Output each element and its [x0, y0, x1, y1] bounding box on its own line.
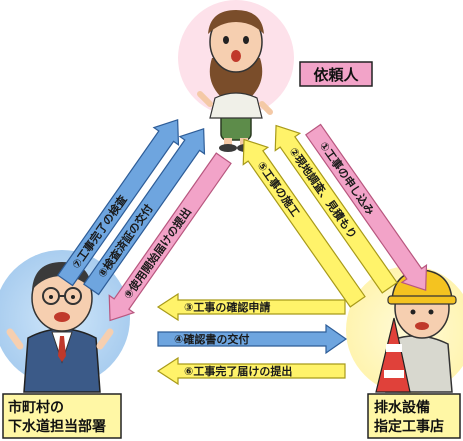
- arrow-bottom-bottom-text: ⑥工事完了届けの提出: [184, 364, 292, 378]
- contractor-label-box: 排水設備 指定工事店: [367, 393, 461, 439]
- arrow-bottom-bottom: ⑥工事完了届けの提出: [156, 356, 346, 386]
- client-label-box: 依頼人: [299, 61, 373, 87]
- officer-figure: [6, 262, 114, 393]
- arrow-bottom-top-text: ③工事の確認申請: [184, 300, 270, 314]
- municipality-label-box: 市町村の 下水道担当部署: [2, 393, 122, 439]
- arrow-bottom-middle-text: ④確認書の交付: [174, 332, 249, 346]
- contractor-label-line2: 指定工事店: [374, 418, 444, 435]
- client-figure: [197, 10, 273, 152]
- contractor-label-line1: 排水設備: [374, 399, 430, 416]
- municipality-label-line2: 下水道担当部署: [8, 418, 106, 435]
- arrow-bottom-middle: ④確認書の交付: [157, 323, 348, 355]
- arrow-bottom-top: ③工事の確認申請: [156, 292, 346, 322]
- client-label: 依頼人: [313, 66, 359, 84]
- contractor-figure: [375, 269, 457, 393]
- municipality-label-line1: 市町村の: [8, 399, 64, 416]
